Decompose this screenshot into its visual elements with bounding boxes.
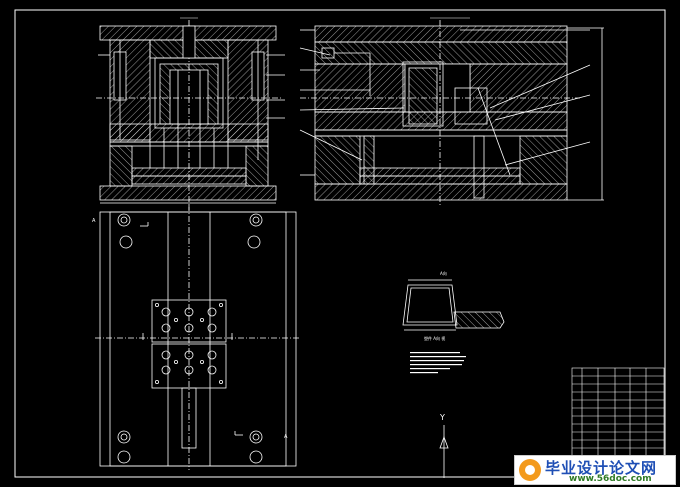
plan-view <box>95 205 300 470</box>
site-watermark: 毕业设计论文网 www.56doc.com <box>514 455 676 485</box>
side-section-view <box>299 20 604 206</box>
title-block <box>571 367 665 477</box>
watermark-url: www.56doc.com <box>569 474 652 484</box>
technical-notes <box>410 352 466 374</box>
front-section-view <box>96 20 285 210</box>
part-detail-view <box>402 279 505 331</box>
orientation-symbol <box>439 425 449 478</box>
detail-view-caption: 塑件 A向 视 <box>424 335 445 341</box>
watermark-title: 毕业设计论文网 <box>545 459 658 477</box>
section-mark-left: A <box>92 218 96 224</box>
ejector-hole-grid <box>154 302 223 384</box>
drawing-border <box>14 9 666 478</box>
site-logo-icon <box>519 459 541 481</box>
detail-view-label: A向 <box>440 270 447 276</box>
orientation-label: Y <box>439 413 445 422</box>
section-mark-right: A <box>284 434 288 440</box>
